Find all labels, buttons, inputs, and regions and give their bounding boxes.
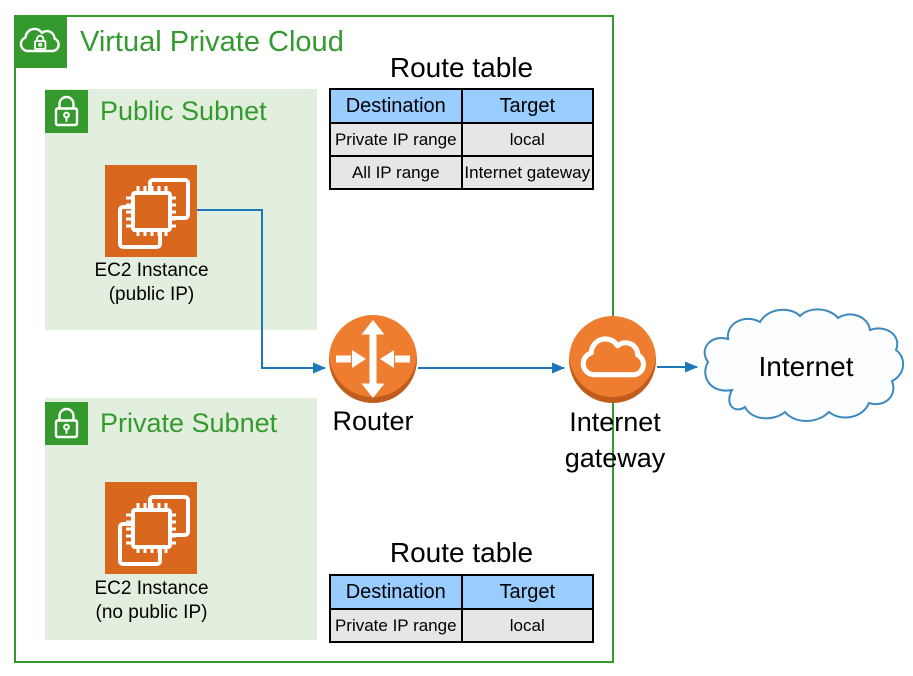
route-table-public-title: Route table <box>389 52 534 83</box>
route-table-private-title: Route table <box>389 537 534 568</box>
ec2-private-label: EC2 Instance (no public IP) <box>94 578 209 623</box>
router-label: Router <box>332 406 414 436</box>
public-subnet-title: Public Subnet <box>100 96 267 126</box>
column-header: Target <box>460 88 594 124</box>
route-table-public: Destination Target Private IP range loca… <box>329 88 594 190</box>
private-subnet-lock-icon <box>45 402 88 445</box>
table-row: All IP range Internet gateway <box>329 155 594 190</box>
internet-gateway-icon <box>569 316 656 403</box>
column-header: Destination <box>329 574 463 610</box>
internet-label: Internet <box>758 351 854 382</box>
arrow-ec2-to-router <box>197 209 326 374</box>
router-icon <box>329 315 417 403</box>
vpc-cloud-lock-icon <box>14 15 67 68</box>
internet-cloud <box>703 308 904 422</box>
column-header: Target <box>460 574 594 610</box>
ec2-instance-icon-public <box>105 165 197 257</box>
ec2-public-label: EC2 Instance (public IP) <box>94 260 209 305</box>
private-subnet-title: Private Subnet <box>100 408 278 438</box>
table-row: Private IP range local <box>329 122 594 157</box>
internet-gateway-label: Internet gateway <box>564 407 666 473</box>
ec2-instance-icon-private <box>105 482 197 574</box>
column-header: Destination <box>329 88 463 124</box>
table-header-row: Destination Target <box>329 88 594 124</box>
route-table-private: Destination Target Private IP range loca… <box>329 574 594 643</box>
vpc-title: Virtual Private Cloud <box>80 26 344 58</box>
table-header-row: Destination Target <box>329 574 594 610</box>
public-subnet-lock-icon <box>45 90 88 133</box>
table-row: Private IP range local <box>329 608 594 643</box>
